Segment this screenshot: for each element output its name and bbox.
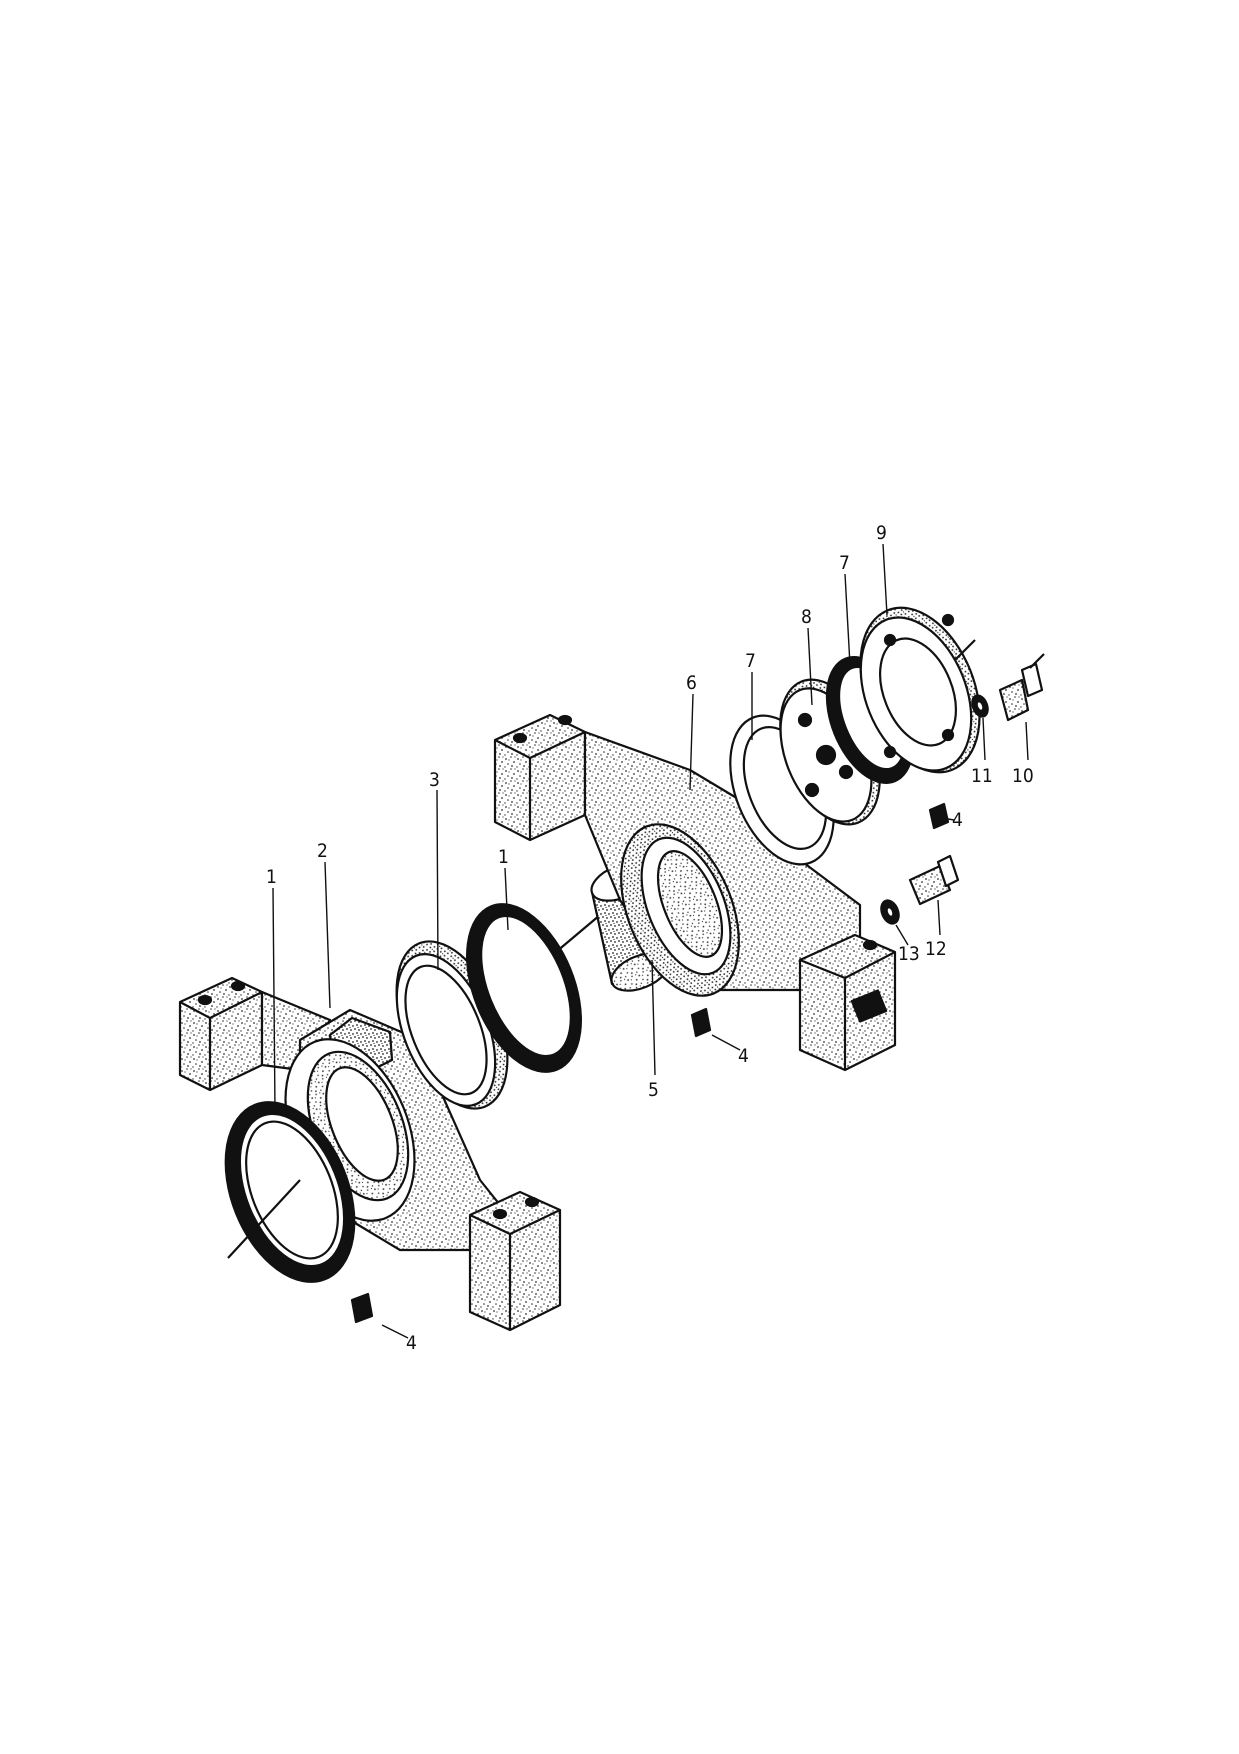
callout-4-upper: 4: [952, 809, 963, 831]
upper-housing-part-6: [493, 713, 897, 1072]
leader-lines: [272, 543, 1029, 1339]
callout-1-lower: 1: [266, 866, 277, 888]
callout-11: 11: [971, 765, 993, 787]
grease-nipple-part-4-lower: [350, 1292, 374, 1324]
callout-1-upper: 1: [498, 846, 509, 868]
callout-4-middle: 4: [738, 1045, 749, 1067]
callout-6: 6: [686, 672, 697, 694]
axis-line-lower: [227, 1179, 301, 1259]
callout-8: 8: [801, 606, 812, 628]
washer-part-13: [880, 899, 900, 925]
callout-2: 2: [317, 840, 328, 862]
bolt-part-12: [908, 854, 960, 906]
flange-plate-part-8: [779, 678, 881, 826]
end-cover-part-9: [859, 606, 981, 774]
callout-12: 12: [925, 938, 947, 960]
axis-line-upper: [954, 639, 976, 661]
callout-9: 9: [876, 522, 887, 544]
bolt-part-10: [998, 653, 1045, 722]
grease-nipple-part-4-middle: [690, 1007, 712, 1038]
callout-7-left: 7: [745, 650, 756, 672]
callout-labels: 1 2 3 1 4 5 4 6 7 8 7 9 4 11 10 13 12: [266, 522, 1034, 1354]
axis-line-middle: [555, 914, 601, 953]
seal-ring-part-1-upper: [466, 903, 582, 1073]
callout-10: 10: [1012, 765, 1034, 787]
callout-4-lower: 4: [406, 1332, 417, 1354]
grease-nipple-part-4-upper: [928, 802, 950, 830]
washer-part-11: [971, 694, 989, 718]
callout-3: 3: [429, 769, 440, 791]
callout-13: 13: [898, 943, 920, 965]
callout-7-right: 7: [839, 552, 850, 574]
callout-5: 5: [648, 1079, 659, 1101]
